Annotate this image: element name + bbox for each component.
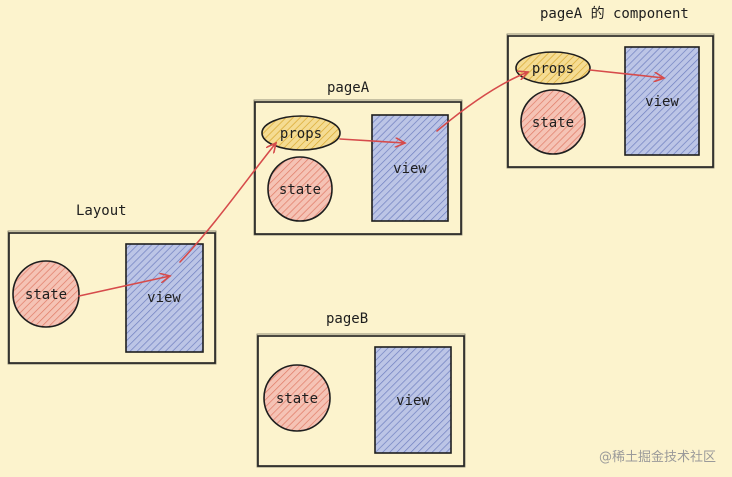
component-state-circle [520,89,586,155]
pageB-view-box [374,346,452,454]
arrow-pageA-props-to-view [339,139,405,143]
pageB-title: pageB [326,311,368,327]
layout-state-circle [12,260,80,328]
layout-title: Layout [76,203,127,219]
layout-view-label: view [147,290,181,306]
pageB-state-label: state [276,391,318,407]
arrow-pageA-view-to-component-props [436,72,528,132]
layout-frame [8,232,216,364]
component-section: pageA 的 component props state view [506,6,715,169]
pageA-state-circle [267,156,333,222]
pageB-section: pageB state view [256,311,466,468]
component-props-label: props [532,61,574,77]
arrow-layout-view-to-pageA-props [179,143,276,263]
layout-view-box [125,243,204,353]
pageA-title: pageA [327,80,370,96]
layout-state-label: state [25,287,67,303]
pageB-frame [257,335,465,467]
component-view-box [624,46,700,156]
pageA-state-label: state [279,182,321,198]
component-title: pageA 的 component [540,6,689,22]
flow-arrows [78,69,664,297]
component-view-label: view [645,94,679,110]
pageA-view-box [371,114,449,222]
pageB-view-label: view [396,393,430,409]
pageB-state-circle [263,364,331,432]
pageA-props-label: props [280,126,322,142]
component-props-ellipse [515,51,591,85]
layout-section: Layout state view [7,203,217,365]
arrow-component-props-to-view [589,69,664,78]
pageA-frame [254,101,462,235]
arrow-layout-state-to-view [78,276,170,297]
component-frame [507,35,714,168]
pageA-section: pageA props state view [253,80,463,236]
watermark: @稀土掘金技术社区 [599,449,716,465]
pageA-props-ellipse [261,115,341,151]
component-state-label: state [532,115,574,131]
pageA-view-label: view [393,161,427,177]
